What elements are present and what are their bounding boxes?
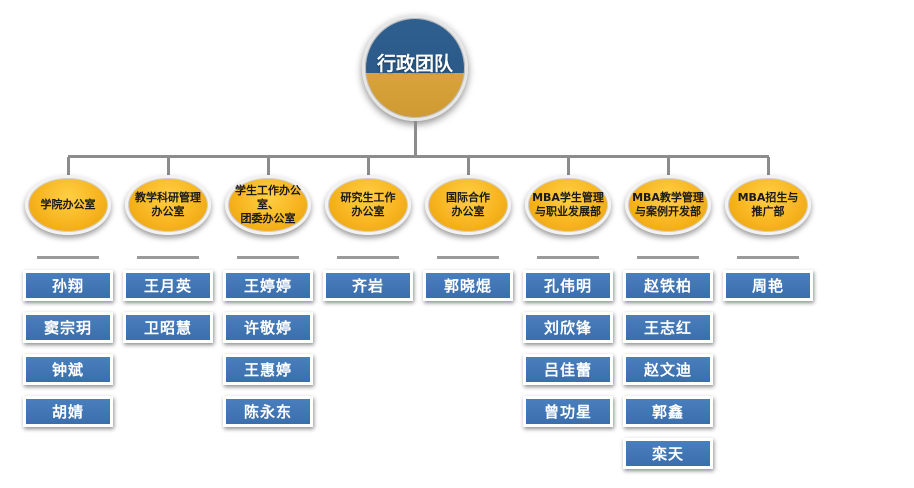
root-label: 行政团队 xyxy=(376,52,453,75)
department-node: 学院办公室 xyxy=(25,175,111,235)
member-name: 胡婧 xyxy=(51,403,84,421)
department-separator xyxy=(237,256,299,259)
member-name: 王月英 xyxy=(143,277,192,295)
member-box: 钟斌 xyxy=(23,354,113,385)
department-label: 研究生工作 办公室 xyxy=(340,191,396,218)
department-connector xyxy=(667,157,670,177)
member-name: 栾天 xyxy=(651,445,684,463)
department-label: 教学科研管理 办公室 xyxy=(135,191,201,218)
member-name: 吕佳蕾 xyxy=(543,361,592,379)
department-separator xyxy=(437,256,499,259)
member-box: 卫昭慧 xyxy=(123,312,213,343)
member-name: 窦宗玥 xyxy=(43,319,92,337)
member-box: 吕佳蕾 xyxy=(523,354,613,385)
member-box: 许敬婷 xyxy=(223,312,313,343)
member-name: 卫昭慧 xyxy=(143,319,192,337)
department-separator xyxy=(137,256,199,259)
member-box: 周艳 xyxy=(723,270,813,301)
member-box: 胡婧 xyxy=(23,396,113,427)
member-name: 郭晓焜 xyxy=(443,277,492,295)
department-label: MBA招生与 推广部 xyxy=(737,191,799,218)
department-connector xyxy=(267,157,270,177)
department-node: 教学科研管理 办公室 xyxy=(125,175,211,235)
member-name: 王惠婷 xyxy=(243,361,292,379)
department-connector xyxy=(467,157,470,177)
department-connector xyxy=(167,157,170,177)
member-box: 王惠婷 xyxy=(223,354,313,385)
root-connector xyxy=(414,121,417,157)
member-name: 孔伟明 xyxy=(543,277,592,295)
member-name: 孙翔 xyxy=(51,277,84,295)
department-node: MBA招生与 推广部 xyxy=(725,175,811,235)
department-node: 国际合作 办公室 xyxy=(425,175,511,235)
department-separator xyxy=(637,256,699,259)
member-name: 陈永东 xyxy=(243,403,292,421)
department-separator xyxy=(537,256,599,259)
member-name: 王婷婷 xyxy=(243,277,292,295)
department-bus-line xyxy=(68,155,769,158)
member-box: 曾功星 xyxy=(523,396,613,427)
department-node: 学生工作办公室、 团委办公室 xyxy=(225,175,311,235)
department-separator xyxy=(737,256,799,259)
department-connector xyxy=(67,157,70,177)
department-label: 国际合作 办公室 xyxy=(446,191,490,218)
member-box: 陈永东 xyxy=(223,396,313,427)
member-box: 孙翔 xyxy=(23,270,113,301)
department-label: 学院办公室 xyxy=(40,198,96,211)
department-connector xyxy=(567,157,570,177)
department-separator xyxy=(337,256,399,259)
member-name: 许敬婷 xyxy=(243,319,292,337)
member-box: 赵文迪 xyxy=(623,354,713,385)
member-box: 栾天 xyxy=(623,438,713,469)
member-name: 王志红 xyxy=(643,319,692,337)
member-name: 赵铁柏 xyxy=(643,277,692,295)
member-box: 赵铁柏 xyxy=(623,270,713,301)
member-box: 王志红 xyxy=(623,312,713,343)
member-name: 曾功星 xyxy=(543,403,592,421)
member-name: 周艳 xyxy=(751,277,784,295)
department-connector xyxy=(367,157,370,177)
member-box: 齐岩 xyxy=(323,270,413,301)
department-node: 研究生工作 办公室 xyxy=(325,175,411,235)
member-name: 钟斌 xyxy=(51,361,84,379)
department-label: MBA学生管理 与职业发展部 xyxy=(532,191,604,218)
member-box: 刘欣锋 xyxy=(523,312,613,343)
member-box: 窦宗玥 xyxy=(23,312,113,343)
member-name: 郭鑫 xyxy=(651,403,684,421)
department-node: MBA教学管理 与案例开发部 xyxy=(625,175,711,235)
member-box: 郭晓焜 xyxy=(423,270,513,301)
department-label: MBA教学管理 与案例开发部 xyxy=(632,191,704,218)
department-separator xyxy=(37,256,99,259)
member-box: 王月英 xyxy=(123,270,213,301)
member-box: 郭鑫 xyxy=(623,396,713,427)
member-name: 齐岩 xyxy=(351,277,384,295)
department-node: MBA学生管理 与职业发展部 xyxy=(525,175,611,235)
root-node: 行政团队 xyxy=(362,15,468,121)
member-box: 王婷婷 xyxy=(223,270,313,301)
member-name: 刘欣锋 xyxy=(543,319,592,337)
member-name: 赵文迪 xyxy=(643,361,692,379)
department-connector xyxy=(767,157,770,177)
department-label: 学生工作办公室、 团委办公室 xyxy=(235,184,301,225)
member-box: 孔伟明 xyxy=(523,270,613,301)
